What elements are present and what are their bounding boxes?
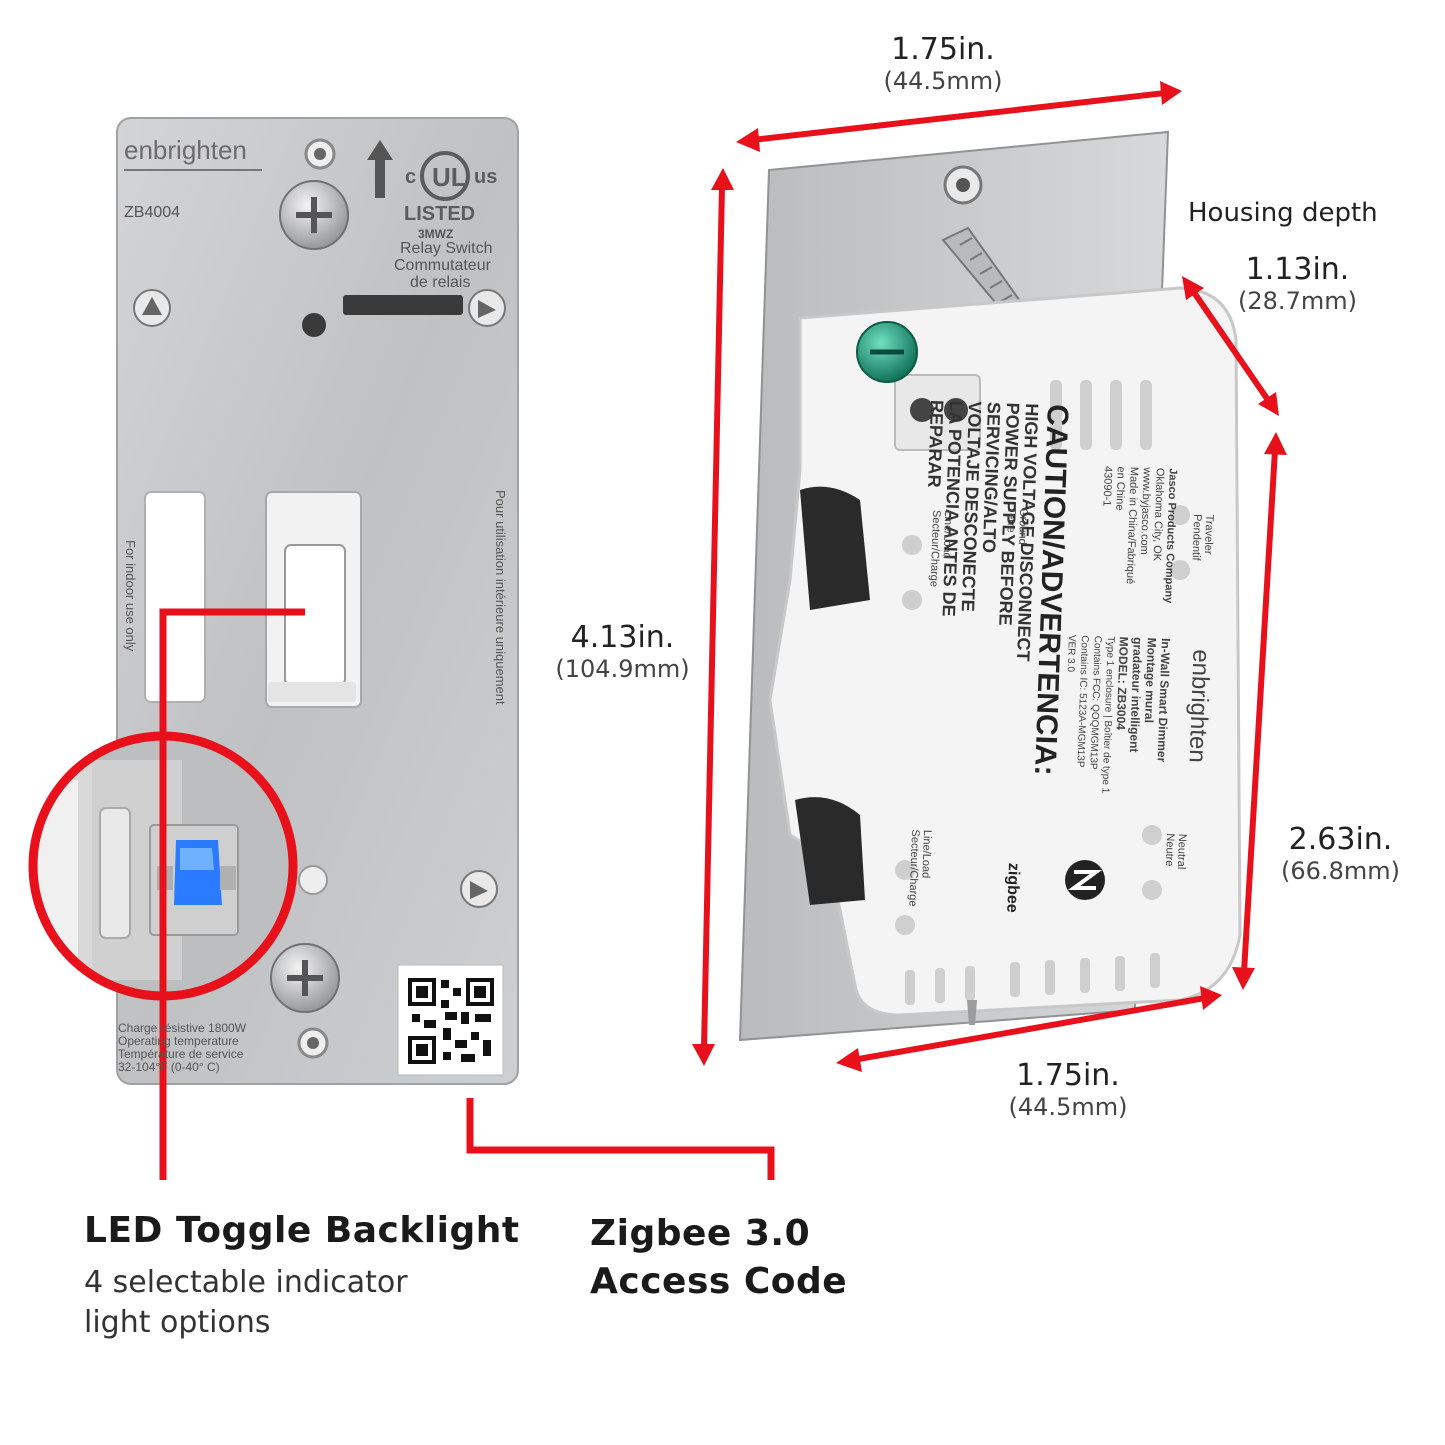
terminal-label-line: Neutre (1162, 833, 1177, 867)
dim-depth-main: 1.13in. (1245, 252, 1350, 287)
indoor-use-en: For indoor use only (123, 540, 138, 652)
callout-lines (159, 608, 775, 1180)
terminal-traveler-label: Traveler Pendentif (1190, 514, 1216, 561)
svg-text:UL: UL (432, 162, 467, 192)
housing-caution-block: CAUTION/ADVERTENCIA: HIGH VOLTAGE DISCON… (914, 400, 1074, 777)
led-caption-line: 4 selectable indicator (84, 1265, 408, 1300)
rating-line: Température de service (118, 1047, 244, 1061)
rating-line: Charge résistive 1800W (118, 1021, 247, 1035)
terminal-line-top-label: Line/Load Secteur/Charge (928, 510, 955, 588)
dim-depth-label: Housing depth (1188, 198, 1378, 228)
zigbee-caption-line1: Zigbee 3.0 (590, 1213, 811, 1254)
led-callout-line (159, 608, 305, 1180)
dim-top-width: 1.75in. (44.5mm) (858, 32, 1028, 95)
ul-code: 3MWZ (418, 227, 454, 241)
terminal-line-bottom-label: Line/Load Secteur/Charge (906, 829, 933, 907)
relay-switch-en: Relay Switch (400, 240, 493, 257)
dimension-arrows (692, 81, 1287, 1072)
housing-brand: enbrighten (1183, 648, 1215, 764)
ul-listed: LISTED (404, 203, 476, 225)
led-backlight-caption: LED Toggle Backlight 4 selectable indica… (84, 1210, 554, 1343)
plate-rating-block: Charge résistive 1800W Operating tempera… (118, 1022, 398, 1074)
white-housing (768, 286, 1242, 1017)
terminal-neutral-label: Neutral Neutre (1163, 833, 1188, 869)
terminal-label-line: Pendentif (1189, 513, 1204, 561)
zigbee-callout-line (466, 1098, 775, 1180)
dim-height: 4.13in. (104.9mm) (540, 620, 705, 683)
terminal-label-line: Ground (1016, 507, 1030, 545)
plate-model: ZB4004 (124, 204, 181, 221)
right-device (738, 130, 1242, 1042)
dim-bottom-width-sub: (44.5mm) (1008, 1093, 1128, 1121)
led-caption-desc: 4 selectable indicator light options (84, 1263, 554, 1343)
dim-height-sub: (104.9mm) (555, 655, 690, 683)
terminal-label-line: Traveler (1201, 514, 1216, 555)
plate-brand: enbrighten (124, 135, 247, 165)
dim-depth: 1.13in. (28.7mm) (1215, 252, 1380, 315)
dim-top-width-main: 1.75in. (891, 32, 995, 67)
ul-logo (420, 151, 470, 201)
up-arrow-icon (367, 140, 393, 198)
relay-switch-fr: Commutateur (394, 257, 491, 274)
terminal-ground-label: Ground Terre (1004, 507, 1029, 545)
led-caption-title: LED Toggle Backlight (84, 1210, 520, 1251)
zigbee-qr-code (397, 964, 504, 1076)
relay-switch-fr2: de relais (410, 274, 471, 291)
dim-height-main: 4.13in. (570, 620, 675, 655)
zigbee-caption-line2: Access Code (590, 1261, 848, 1302)
dim-body-height: 2.63in. (66.8mm) (1258, 822, 1423, 885)
housing-product-block: In-Wall Smart Dimmer Montage mural grada… (1059, 635, 1173, 796)
ul-right-mark: us (474, 166, 498, 188)
dim-body-height-main: 2.63in. (1288, 822, 1393, 857)
dim-body-height-sub: (66.8mm) (1281, 857, 1400, 885)
housing-company-block: Jasco Products Company Oklahoma City, OK… (1096, 466, 1178, 604)
ul-left-mark: c (405, 166, 417, 188)
housing-zigbee-text: zigbee (1003, 862, 1022, 913)
terminal-label-line: Neutral (1174, 833, 1189, 870)
air-gap-tab (144, 491, 206, 703)
rating-line: 32-104°F (0-40° C) (118, 1060, 220, 1074)
indoor-use-fr: Pour utilisation intérieure uniquement (493, 490, 508, 705)
housing-label: enbrighten In-Wall Smart Dimmer Montage … (896, 339, 1225, 913)
dim-depth-sub: (28.7mm) (1238, 287, 1357, 315)
rating-line: Operating temperature (118, 1034, 239, 1048)
dim-bottom-width: 1.75in. (44.5mm) (983, 1058, 1153, 1121)
dim-bottom-width-main: 1.75in. (1016, 1058, 1120, 1093)
led-caption-line: light options (84, 1305, 271, 1340)
dim-top-width-sub: (44.5mm) (883, 67, 1003, 95)
zigbee-access-caption: Zigbee 3.0 Access Code (590, 1210, 910, 1306)
